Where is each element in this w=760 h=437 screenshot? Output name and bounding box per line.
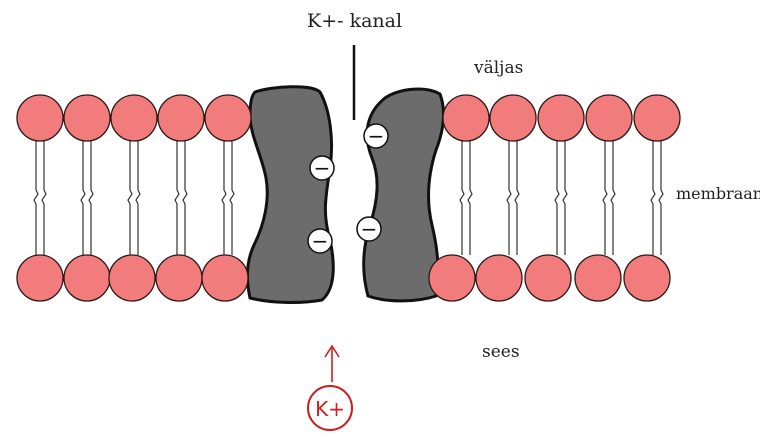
ion-label: K+ [315, 397, 345, 421]
lipid-tail [42, 141, 46, 255]
lipid-tail [468, 141, 472, 255]
lipid-head [525, 255, 571, 301]
lipid-head [205, 95, 251, 141]
lipid-tail [183, 141, 187, 255]
negative-charge: − [308, 229, 332, 253]
charge-sign: − [361, 217, 378, 241]
lipid-head [158, 95, 204, 141]
channel-label: K+- kanal [307, 10, 402, 32]
lipid-head [443, 95, 489, 141]
channel-protein-left [247, 87, 333, 303]
negative-charge: − [310, 156, 334, 180]
lipid-head [624, 255, 670, 301]
charge-sign: − [368, 124, 385, 148]
outside-label: väljas [474, 58, 523, 78]
lipid-head [156, 255, 202, 301]
lipid-head [575, 255, 621, 301]
lipid-head [429, 255, 475, 301]
lipid-tail [651, 141, 655, 255]
lipid-head [202, 255, 248, 301]
lipid-tail [175, 141, 179, 255]
lipid-head [64, 255, 110, 301]
lipid-head [586, 95, 632, 141]
lipid-tail [128, 141, 132, 255]
lipid-tail [460, 141, 464, 255]
lipid-tail [563, 141, 567, 255]
lipid-head [490, 95, 536, 141]
charge-sign: − [312, 229, 329, 253]
lipid-tail [507, 141, 511, 255]
lipid-tail [81, 141, 85, 255]
lipid-tail [230, 141, 234, 255]
lipid-tail [34, 141, 38, 255]
lipid-head [476, 255, 522, 301]
lipid-head [17, 95, 63, 141]
lipid-tail [222, 141, 226, 255]
lipid-head [111, 95, 157, 141]
membrane-label: membraan [676, 184, 760, 203]
lipid-head [64, 95, 110, 141]
lipid-tail [555, 141, 559, 255]
negative-charge: − [364, 124, 388, 148]
lipid-head [538, 95, 584, 141]
lipid-head [17, 255, 63, 301]
lipid-head [109, 255, 155, 301]
lipid-tail [515, 141, 519, 255]
lipid-tail [89, 141, 93, 255]
lipid-tail [659, 141, 663, 255]
potassium-ion: K+ [308, 346, 352, 430]
lipid-tails [34, 141, 663, 255]
charge-sign: − [314, 156, 331, 180]
lipid-tail [603, 141, 607, 255]
lipid-tail [136, 141, 140, 255]
negative-charge: − [357, 217, 381, 241]
lipid-head [634, 95, 680, 141]
lipid-tail [611, 141, 615, 255]
inside-label: sees [482, 342, 520, 362]
lipid-heads [17, 95, 680, 301]
